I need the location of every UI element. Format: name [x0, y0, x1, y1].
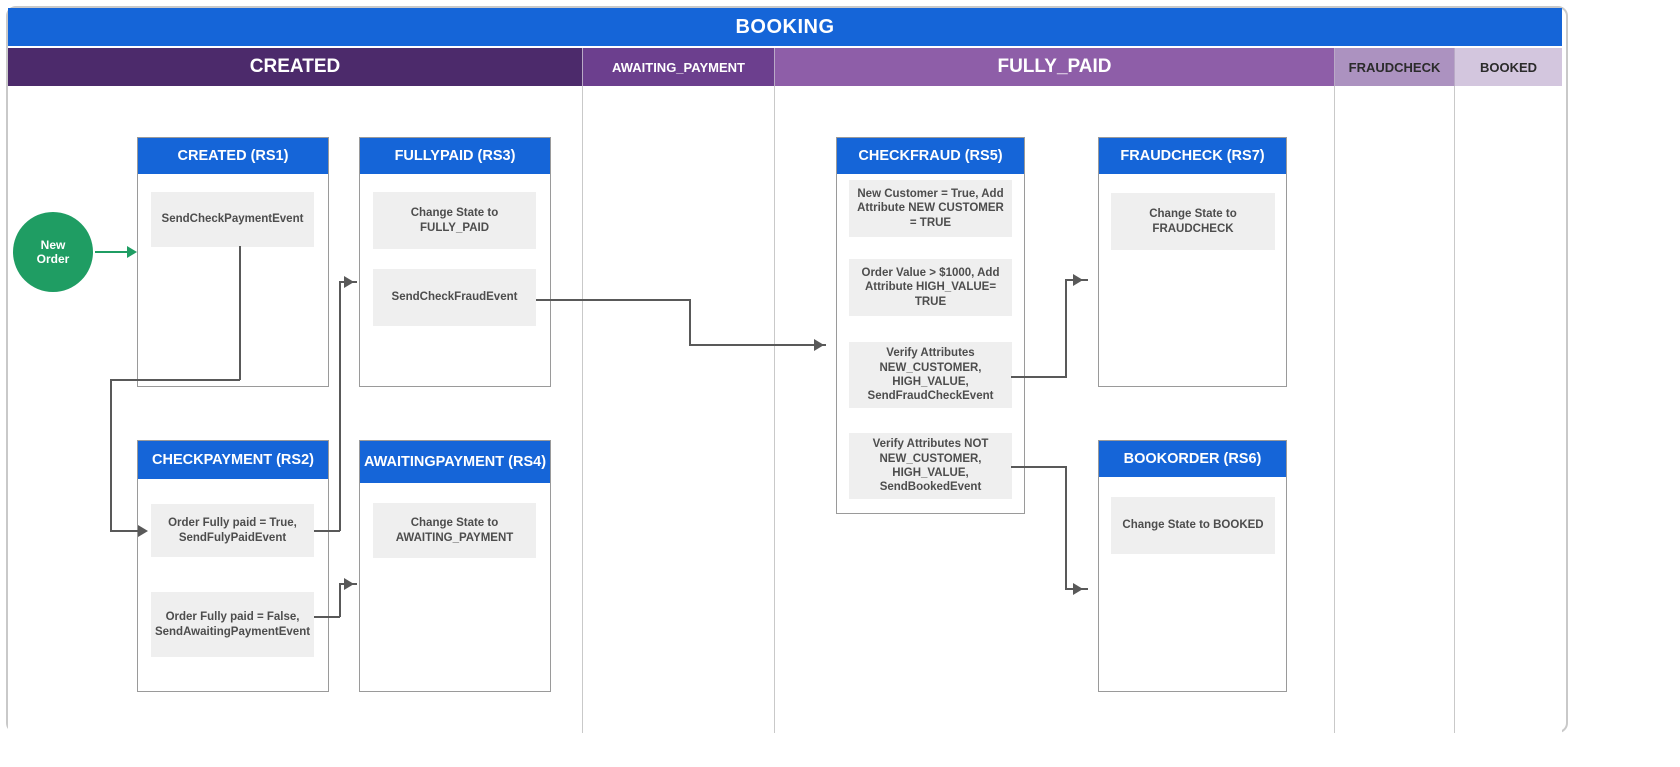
- task-label: Change State to FULLY_PAID: [410, 207, 499, 234]
- activity-title: FULLYPAID (RS3): [360, 138, 550, 174]
- lane-label: AWAITING_PAYMENT: [612, 59, 745, 75]
- flow-arrowhead: [814, 339, 824, 351]
- activity-title: CREATED (RS1): [138, 138, 328, 174]
- task-new-customer-true[interactable]: New Customer = True, Add Attribute NEW C…: [849, 180, 1012, 237]
- start-event-label-line1: New: [40, 237, 66, 252]
- task-label: Change State to FRAUDCHECK: [1149, 208, 1237, 235]
- activity-created-rs1[interactable]: CREATED (RS1): [137, 137, 329, 387]
- lane-header-fully-paid: FULLY_PAID: [775, 48, 1335, 86]
- flow-arrowhead: [127, 246, 137, 258]
- activity-title: AWAITINGPAYMENT (RS4): [360, 441, 550, 483]
- task-label: Verify Attributes NEW_CUSTOMER, HIGH_VAL…: [867, 347, 994, 403]
- flow-checkpayment-to-awaitingpayment-seg1: [314, 616, 340, 618]
- task-order-fully-paid-true[interactable]: Order Fully paid = True, SendFulyPaidEve…: [151, 504, 314, 557]
- flow-arrowhead: [138, 525, 148, 537]
- flow-fullypaid-to-checkfraud-seg1: [536, 299, 691, 301]
- task-label: Verify Attributes NOT NEW_CUSTOMER, HIGH…: [872, 438, 989, 494]
- flow-checkfraud-to-fraudcheck-seg1: [1011, 376, 1067, 378]
- activity-fullypaid-rs3[interactable]: FULLYPAID (RS3): [359, 137, 551, 387]
- task-label: Order Fully paid = False, SendAwaitingPa…: [154, 611, 311, 638]
- flow-checkpayment-to-fullypaid-seg2: [339, 281, 341, 531]
- flow-arrowhead: [1073, 274, 1083, 286]
- flow-fullypaid-to-checkfraud-seg3: [689, 344, 826, 346]
- lane-label: BOOKED: [1479, 59, 1538, 75]
- flow-checkpayment-to-awaitingpayment-seg2: [339, 583, 341, 617]
- task-label: Order Fully paid = True, SendFulyPaidEve…: [168, 517, 297, 544]
- task-verify-attributes-not-booked[interactable]: Verify Attributes NOT NEW_CUSTOMER, HIGH…: [849, 433, 1012, 499]
- flow-arrowhead: [344, 578, 354, 590]
- start-event-new-order[interactable]: New Order: [13, 212, 93, 292]
- task-order-fully-paid-false[interactable]: Order Fully paid = False, SendAwaitingPa…: [151, 592, 314, 657]
- flow-fullypaid-to-checkfraud-seg2: [689, 299, 691, 345]
- activity-title: CHECKFRAUD (RS5): [837, 138, 1024, 174]
- flow-checkfraud-to-bookorder-seg1: [1011, 466, 1067, 468]
- task-change-state-fully-paid[interactable]: Change State to FULLY_PAID: [373, 192, 536, 249]
- task-label: Order Value > $1000, Add Attribute HIGH_…: [861, 266, 1000, 308]
- lane-label: FRAUDCHECK: [1348, 59, 1441, 75]
- lane-header-fraudcheck: FRAUDCHECK: [1335, 48, 1455, 86]
- task-label: Change State to BOOKED: [1122, 519, 1264, 532]
- task-verify-attributes-fraudcheck[interactable]: Verify Attributes NEW_CUSTOMER, HIGH_VAL…: [849, 342, 1012, 408]
- pool-title: BOOKING: [8, 8, 1562, 46]
- lane-body-fraudcheck: [1335, 86, 1455, 733]
- task-label: SendCheckFraudEvent: [391, 291, 518, 304]
- lane-header-created: CREATED: [8, 48, 583, 86]
- task-order-value-gt-1000[interactable]: Order Value > $1000, Add Attribute HIGH_…: [849, 259, 1012, 316]
- flow-created-to-checkpayment-seg3: [110, 379, 112, 531]
- lane-body-booked: [1455, 86, 1562, 733]
- flow-checkfraud-to-bookorder-seg2: [1065, 466, 1067, 589]
- lane-body-awaiting-payment: [583, 86, 775, 733]
- task-label: New Customer = True, Add Attribute NEW C…: [857, 187, 1004, 229]
- lane-label: CREATED: [249, 56, 341, 77]
- lane-header-awaiting-payment: AWAITING_PAYMENT: [583, 48, 775, 86]
- activity-fraudcheck-rs7[interactable]: FRAUDCHECK (RS7): [1098, 137, 1287, 387]
- activity-title: FRAUDCHECK (RS7): [1099, 138, 1286, 174]
- task-change-state-fraudcheck[interactable]: Change State to FRAUDCHECK: [1111, 193, 1275, 250]
- flow-arrowhead: [344, 276, 354, 288]
- task-label: Change State to AWAITING_PAYMENT: [395, 517, 514, 544]
- flow-created-to-checkpayment-seg1: [239, 246, 241, 380]
- flow-created-to-checkpayment-seg4: [110, 530, 143, 532]
- flow-checkpayment-to-fullypaid-seg1: [314, 530, 340, 532]
- lane-header-booked: BOOKED: [1455, 48, 1562, 86]
- task-change-state-booked[interactable]: Change State to BOOKED: [1111, 497, 1275, 554]
- flow-created-to-checkpayment-seg2: [110, 379, 240, 381]
- activity-title: BOOKORDER (RS6): [1099, 441, 1286, 477]
- activity-title: CHECKPAYMENT (RS2): [138, 441, 328, 479]
- flow-arrowhead: [1073, 583, 1083, 595]
- task-send-check-fraud-event[interactable]: SendCheckFraudEvent: [373, 269, 536, 326]
- flow-checkfraud-to-fraudcheck-seg2: [1065, 279, 1067, 377]
- activity-bookorder-rs6[interactable]: BOOKORDER (RS6): [1098, 440, 1287, 692]
- lane-label: FULLY_PAID: [997, 56, 1112, 77]
- task-send-check-payment-event[interactable]: SendCheckPaymentEvent: [151, 192, 314, 247]
- task-label: SendCheckPaymentEvent: [161, 213, 304, 226]
- flow-start-to-created: [95, 251, 135, 253]
- task-change-state-awaiting-payment[interactable]: Change State to AWAITING_PAYMENT: [373, 503, 536, 558]
- activity-awaitingpayment-rs4[interactable]: AWAITINGPAYMENT (RS4): [359, 440, 551, 692]
- start-event-label-line2: Order: [36, 252, 70, 266]
